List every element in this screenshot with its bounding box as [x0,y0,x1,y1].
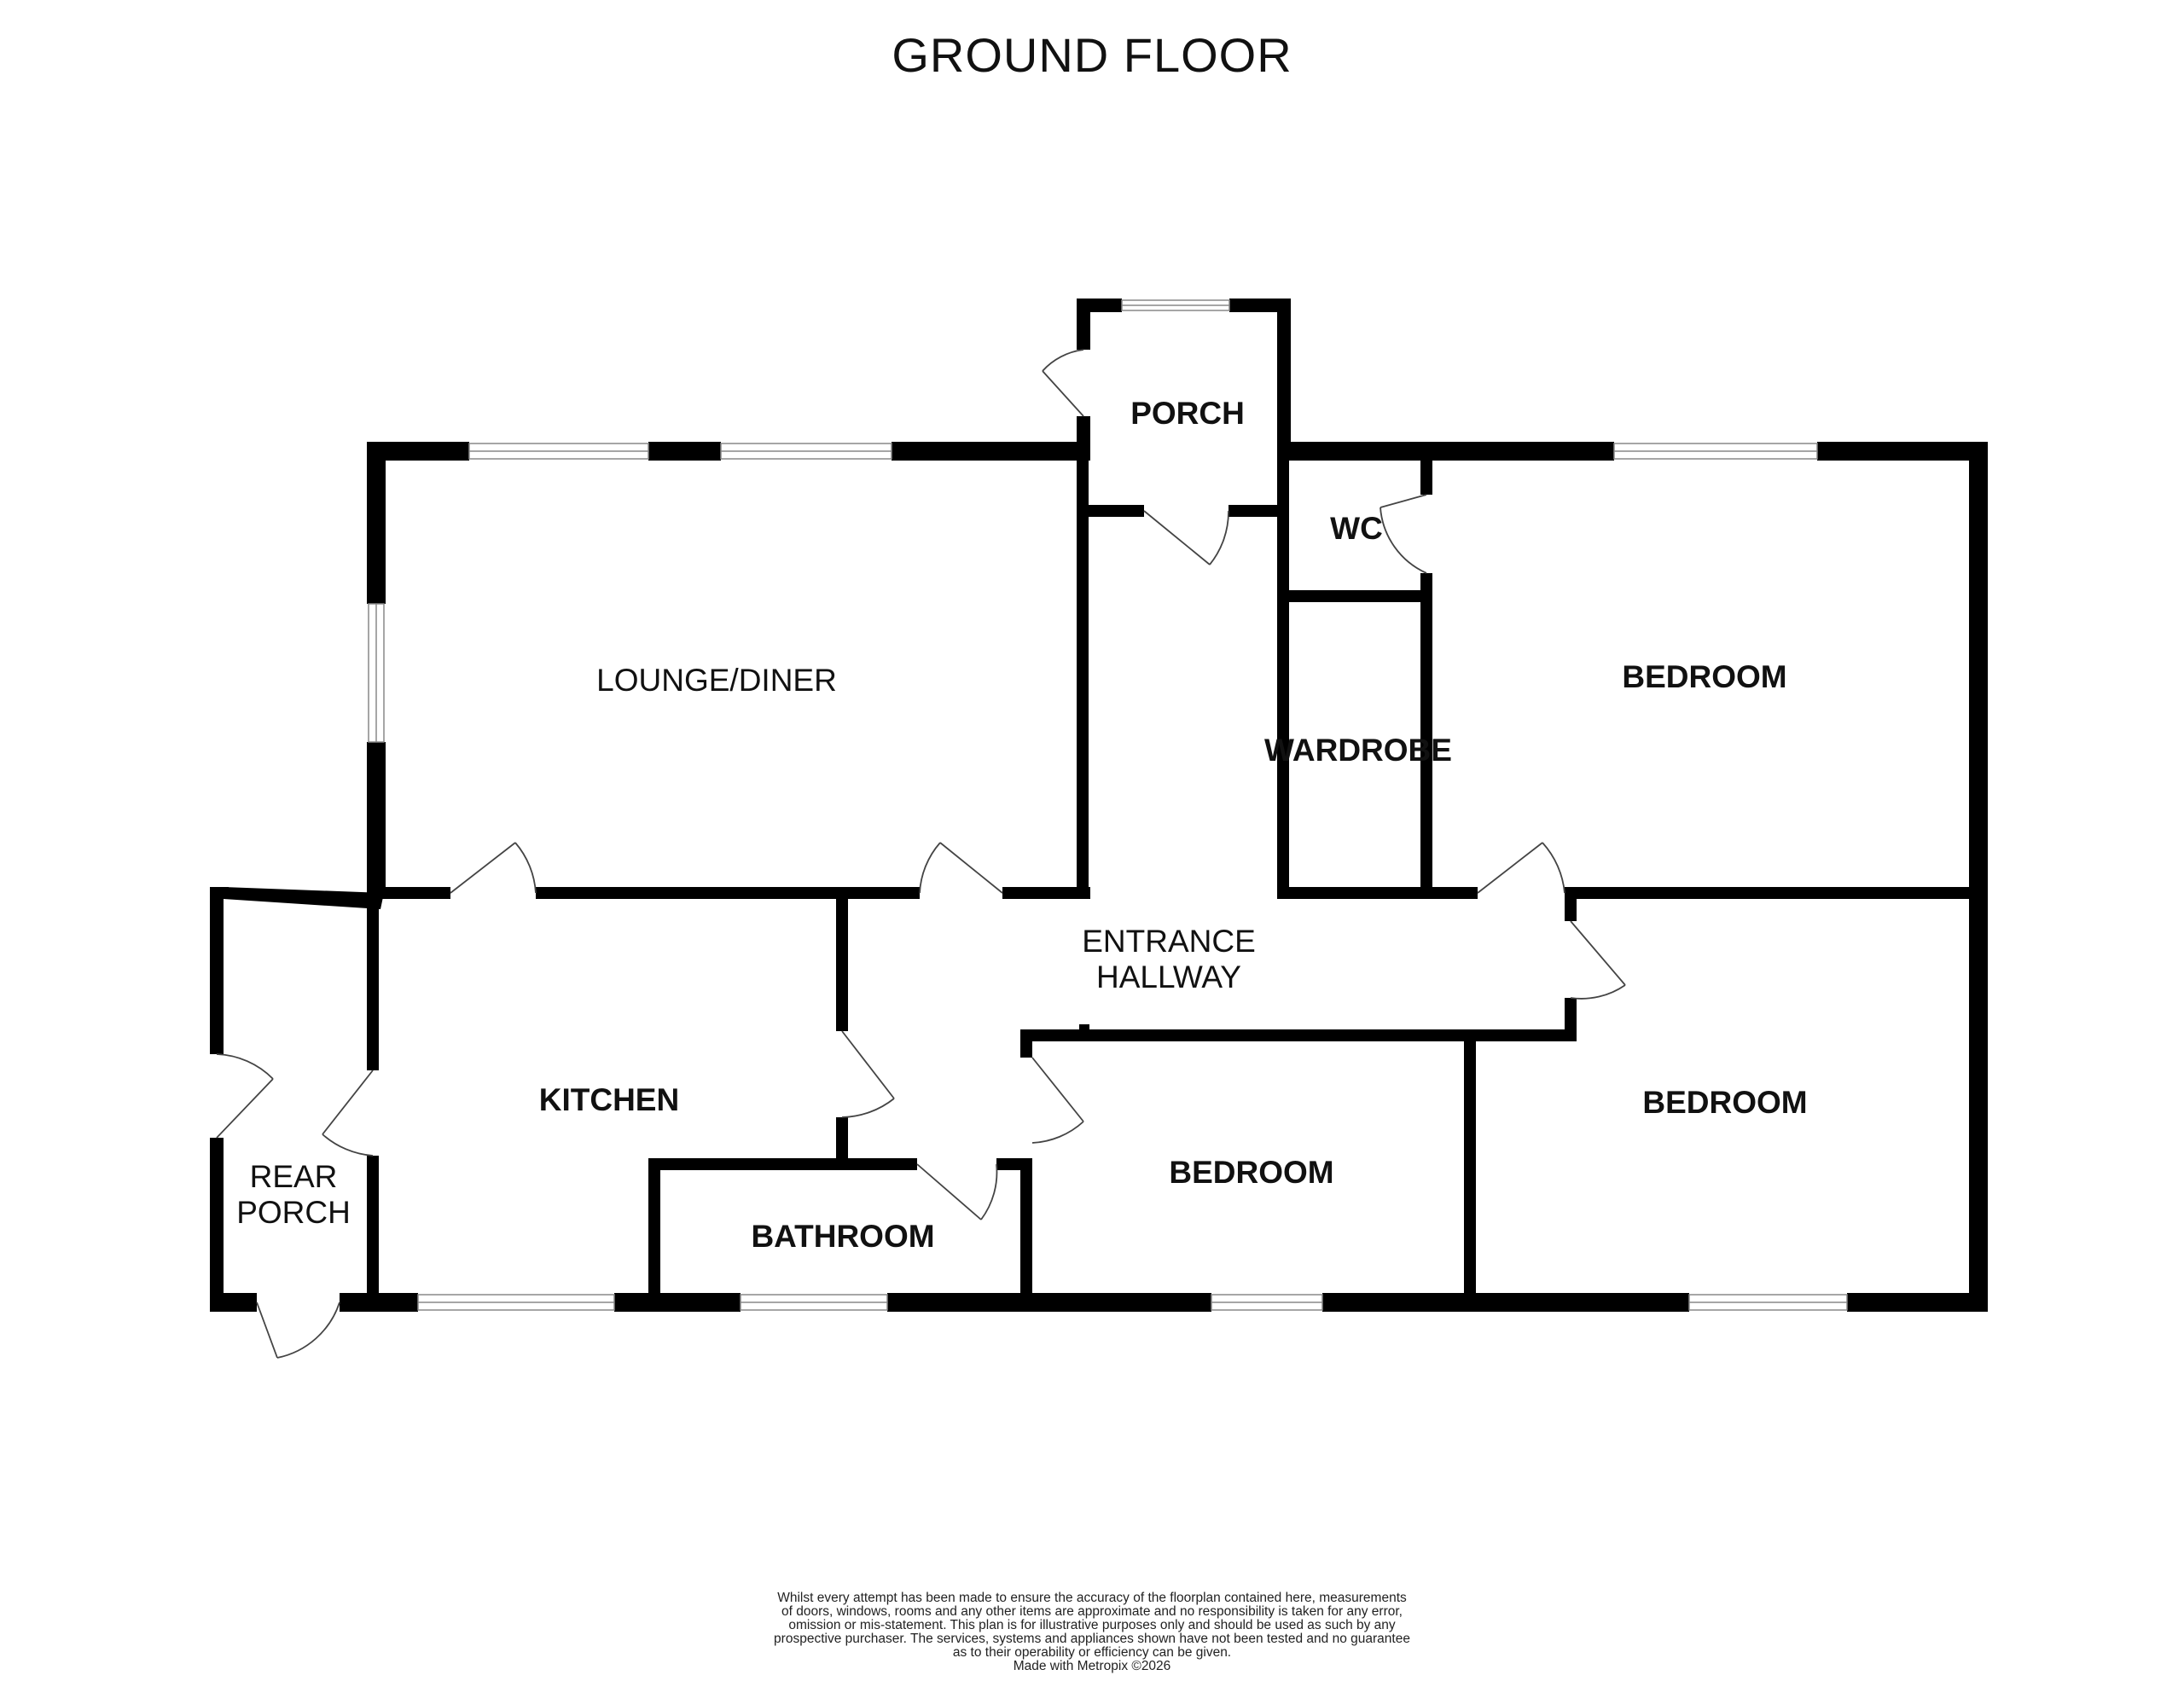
window-porch [1121,299,1230,311]
window-bedroom-2 [1211,1294,1323,1311]
door-kitchen-rearporch [322,1070,374,1157]
room-label-rear-porch-line2: PORCH [236,1195,351,1230]
disclaimer-credit: Made with Metropix ©2026 [1013,1659,1171,1673]
interior-walls [367,461,1988,1312]
room-label-bedroom-1: BEDROOM [1622,659,1786,694]
door-bathroom [916,1163,998,1220]
doors [216,349,1626,1359]
door-rear-porch-side [216,1053,274,1139]
disclaimer: Whilst every attempt has been made to en… [665,1591,1519,1673]
room-label-wc: WC [1330,511,1383,546]
window-kitchen [417,1294,615,1311]
door-porch-entrance [1042,349,1084,417]
door-wc [1380,494,1427,574]
room-label-kitchen: KITCHEN [539,1082,679,1117]
room-labels: PORCH WC LOUNGE/DINER WARDROBE BEDROOM E… [236,396,1807,1254]
window-bedroom-1 [1613,443,1818,460]
door-lounge-kitchen [450,842,537,894]
disclaimer-line: omission or mis-statement. This plan is … [788,1618,1396,1632]
disclaimer-line: prospective purchaser. The services, sys… [774,1632,1410,1646]
window-lounge-1 [468,443,649,460]
disclaimer-line: as to their operability or efficiency ca… [952,1645,1232,1660]
door-porch-inner [1143,510,1229,565]
room-label-bedroom-3: BEDROOM [1642,1085,1807,1120]
door-bedroom-3 [1570,920,1626,1000]
window-bathroom [740,1294,888,1311]
room-label-bathroom: BATHROOM [751,1219,934,1254]
window-lounge-side [368,603,385,743]
page-title: GROUND FLOOR [892,28,1292,82]
door-bedroom-1 [1477,842,1565,894]
window-bedroom-3 [1688,1294,1848,1311]
door-lounge-hall [919,842,1003,894]
exterior-walls [210,299,1988,1312]
door-kitchen-hall [841,1030,895,1118]
room-label-wardrobe: WARDROBE [1264,733,1452,768]
room-label-hallway-line1: ENTRANCE [1082,924,1256,959]
room-label-rear-porch-line1: REAR [250,1159,338,1194]
room-label-lounge-diner: LOUNGE/DINER [596,663,837,698]
windows [368,299,1848,1311]
door-rear-porch-external [256,1301,340,1359]
window-lounge-2 [720,443,892,460]
room-label-porch: PORCH [1130,396,1245,431]
disclaimer-line: Whilst every attempt has been made to en… [777,1591,1407,1605]
disclaimer-line: of doors, windows, rooms and any other i… [781,1604,1403,1619]
room-label-hallway-line2: HALLWAY [1096,959,1241,994]
room-label-bedroom-2: BEDROOM [1169,1155,1333,1190]
door-bedroom-2 [1031,1057,1084,1144]
